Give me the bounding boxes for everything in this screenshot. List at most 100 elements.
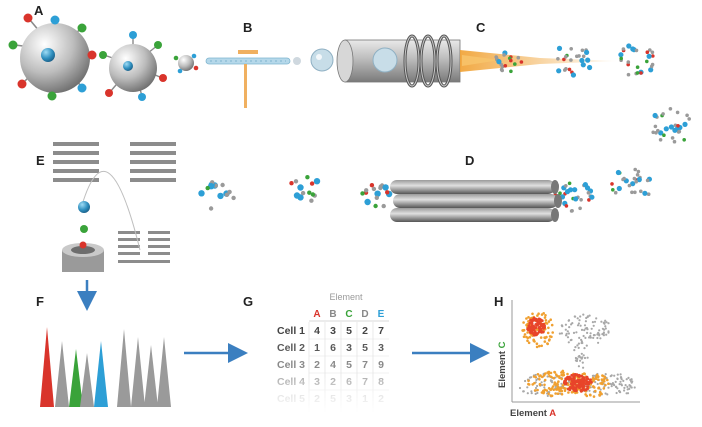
scatter-point xyxy=(582,354,585,357)
scatter-point xyxy=(603,328,606,331)
scatter-point xyxy=(576,324,580,327)
ion xyxy=(499,67,504,72)
scatter-point xyxy=(573,315,576,318)
scatter-point xyxy=(586,328,589,331)
ion xyxy=(579,57,585,64)
scatter-point xyxy=(535,345,539,349)
scatter-point xyxy=(570,323,573,326)
table-cell: 7 xyxy=(378,325,384,337)
scatter-point xyxy=(583,356,587,360)
ion xyxy=(502,53,506,57)
scatter-point xyxy=(560,332,564,335)
scatter-point xyxy=(588,389,591,392)
scatter-point xyxy=(584,336,587,339)
table-title: Element xyxy=(329,292,363,302)
ion xyxy=(616,185,622,192)
scatter-point xyxy=(528,328,531,332)
scatter-point xyxy=(576,317,579,320)
ion xyxy=(633,190,637,195)
scatter-point xyxy=(573,387,577,391)
scatter-point xyxy=(526,339,529,343)
scatter-point xyxy=(543,378,547,382)
ion xyxy=(217,192,224,200)
scatter-point xyxy=(569,382,573,386)
scatter-point xyxy=(625,378,628,381)
scatter-point xyxy=(556,388,560,391)
scatter-point xyxy=(538,378,541,381)
panel-label-g: G xyxy=(243,294,253,309)
spectrum-peak xyxy=(117,329,131,407)
ion xyxy=(220,182,225,188)
ion xyxy=(645,50,650,54)
scatter-point xyxy=(524,379,527,383)
scatter-point xyxy=(547,370,551,374)
scatter-point xyxy=(599,388,602,391)
scatter-point xyxy=(583,324,587,327)
ion xyxy=(564,67,568,71)
ion xyxy=(627,183,632,188)
scatter-point xyxy=(616,377,619,381)
ion xyxy=(310,192,316,197)
scatter-point xyxy=(579,324,582,327)
scatter-point xyxy=(544,319,548,322)
scatter-point xyxy=(618,390,622,394)
scatter-point xyxy=(606,378,609,382)
scatter-point xyxy=(630,378,633,381)
scatter-point xyxy=(623,389,626,392)
scatter-point xyxy=(619,376,623,379)
scatter-point xyxy=(538,344,541,348)
scatter-point xyxy=(624,384,627,387)
scatter-point xyxy=(576,374,580,378)
scatter-point xyxy=(540,381,543,384)
scatter-point xyxy=(540,384,544,387)
scatter-point xyxy=(580,389,583,393)
ion xyxy=(564,54,568,59)
scatter-point xyxy=(560,389,564,393)
scatter-point xyxy=(551,381,554,384)
scatter-point xyxy=(533,340,536,343)
scatter-point xyxy=(526,336,530,340)
scatter-point xyxy=(529,318,533,322)
ion xyxy=(293,179,299,184)
scatter-point xyxy=(601,333,604,336)
ion xyxy=(556,57,560,61)
scatter-point xyxy=(605,333,608,336)
scatter-point xyxy=(539,327,542,331)
scatter-point xyxy=(577,342,581,345)
scatter-point xyxy=(523,333,527,336)
table-cell: 3 xyxy=(378,342,384,354)
scatter-point xyxy=(599,337,602,340)
table-row-label: Cell 2 xyxy=(277,342,305,354)
scatter-point xyxy=(522,335,526,339)
table-column-header: B xyxy=(329,309,336,320)
table-column-header: C xyxy=(345,309,352,320)
scatter-point xyxy=(602,387,606,390)
ion xyxy=(378,184,383,189)
scatter-point xyxy=(527,383,531,386)
ion xyxy=(364,198,371,206)
ion xyxy=(208,206,214,211)
scatter-point xyxy=(559,387,562,391)
scatter-point xyxy=(547,392,550,396)
ion xyxy=(579,198,583,202)
ion xyxy=(385,190,390,195)
ion xyxy=(672,139,677,144)
table-cell: 6 xyxy=(330,342,336,354)
scatter-point xyxy=(580,352,583,355)
ion xyxy=(567,67,572,72)
panel-label-h: H xyxy=(494,294,503,309)
spectrum-peak xyxy=(55,341,69,407)
ion-cloud xyxy=(494,50,524,74)
ion xyxy=(634,179,638,184)
ion xyxy=(589,194,595,200)
scatter-point xyxy=(530,390,533,393)
scatter-point xyxy=(543,383,546,387)
scatter-point xyxy=(567,341,570,344)
ion xyxy=(293,192,301,199)
scatter-point xyxy=(584,320,588,323)
labeled-cell-medium xyxy=(99,31,167,101)
scatter-point xyxy=(623,386,626,389)
spectrum-peak xyxy=(144,345,158,407)
ion xyxy=(580,48,585,53)
